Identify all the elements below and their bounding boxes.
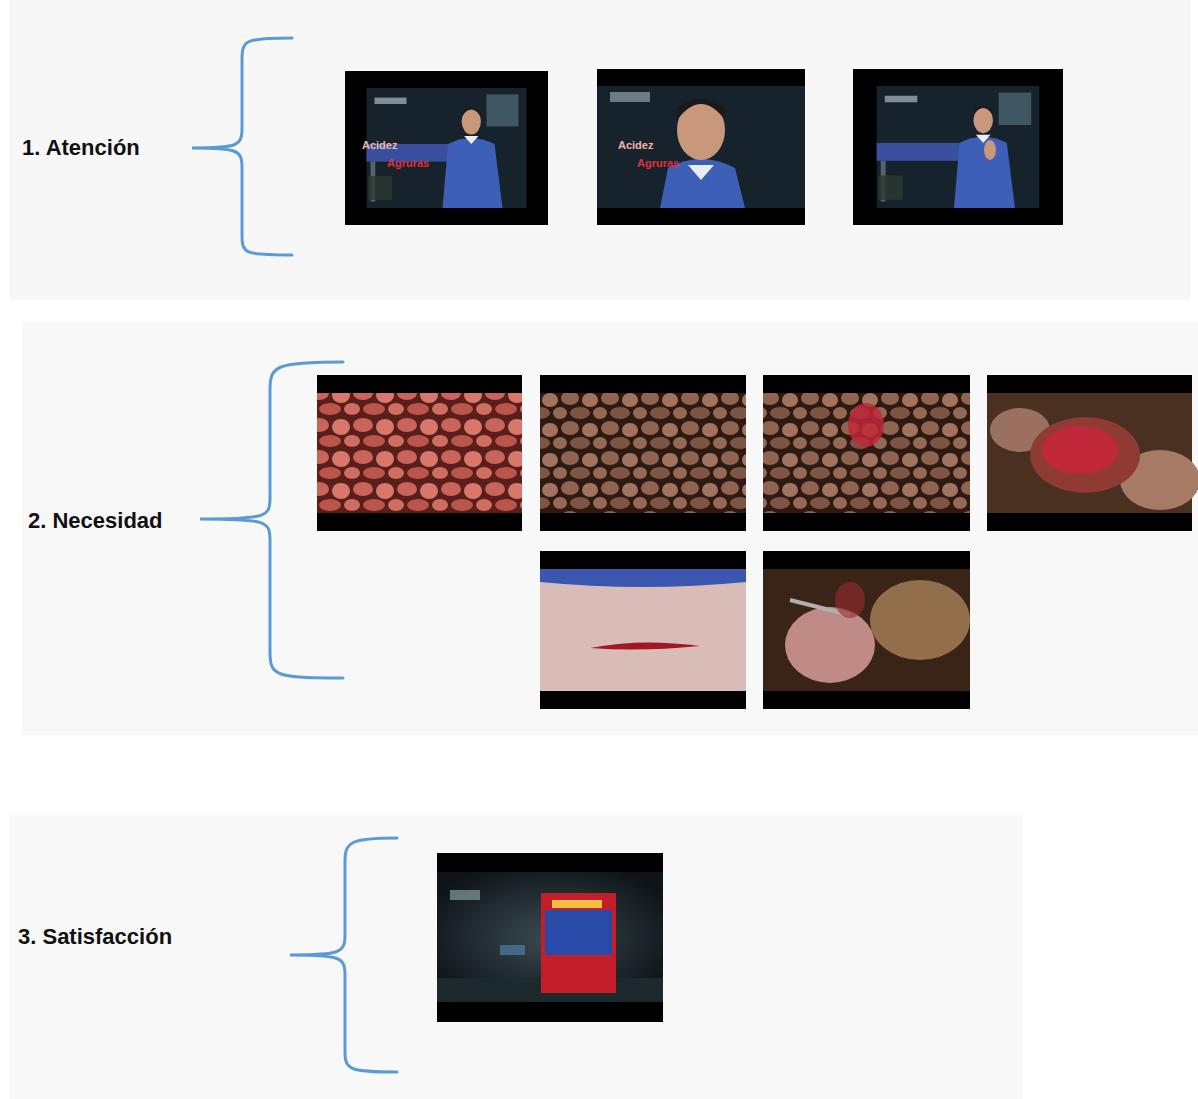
video-frame	[540, 375, 746, 531]
video-frame	[853, 69, 1063, 225]
video-frame	[317, 375, 522, 531]
video-frame	[540, 551, 746, 709]
section-label: 3. Satisfacción	[18, 924, 172, 949]
video-frame	[597, 69, 805, 225]
section-label: 1. Atención	[22, 135, 140, 160]
overlay-caption: Agruras	[637, 157, 679, 170]
video-frame	[437, 853, 663, 1022]
panel-ground	[10, 0, 1190, 300]
curly-brace	[192, 38, 292, 255]
panel-ground	[10, 815, 1022, 1099]
panel-ground	[22, 322, 1198, 735]
video-frame	[763, 375, 970, 531]
overlay-caption: Acidez	[362, 139, 397, 152]
overlay-caption: Agruras	[387, 157, 429, 170]
overlay-caption: Acidez	[618, 139, 653, 152]
video-frame	[345, 71, 548, 225]
video-frame	[987, 375, 1198, 531]
video-frame	[763, 551, 970, 709]
section-label: 2. Necesidad	[28, 508, 163, 533]
curly-brace	[290, 838, 397, 1072]
